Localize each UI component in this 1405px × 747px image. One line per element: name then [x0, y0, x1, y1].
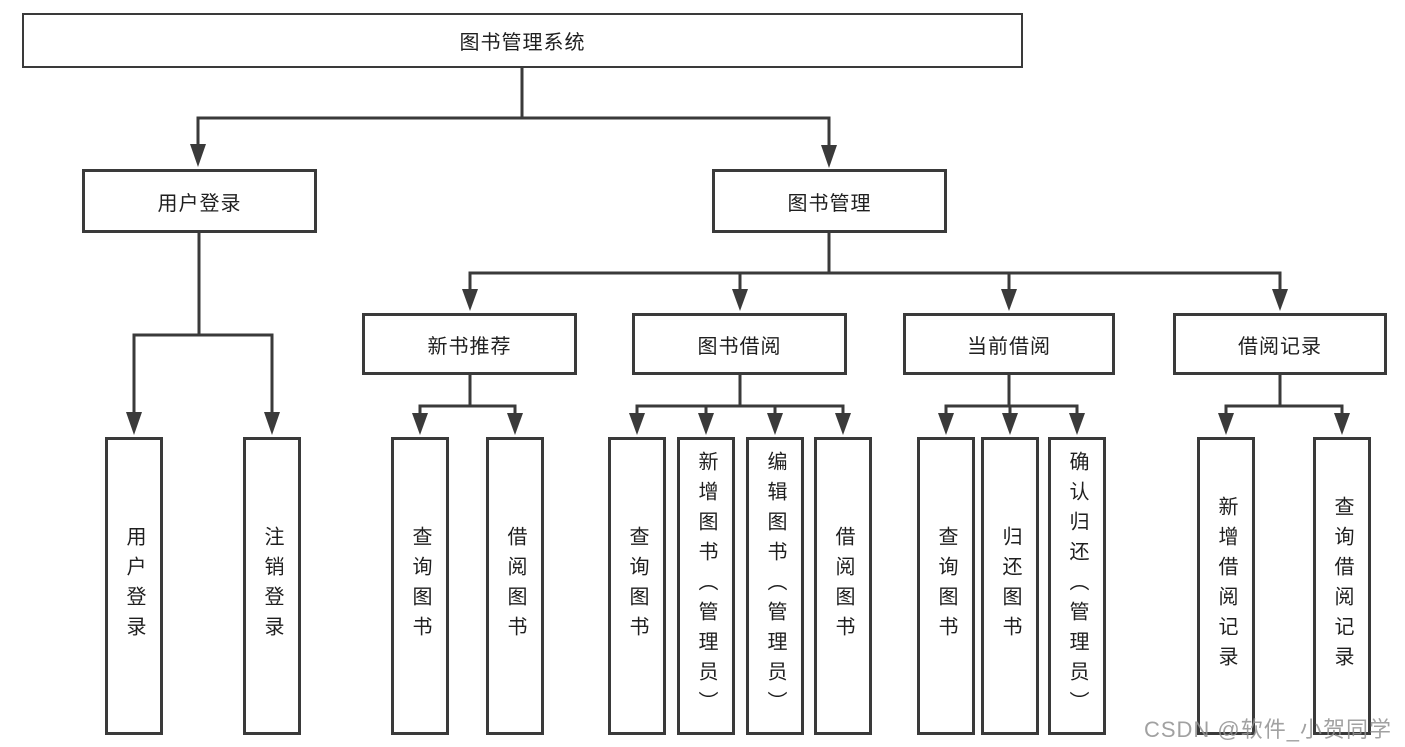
leaf-return-books: 归还图书 [981, 437, 1039, 735]
leaf-label: 查询图书 [935, 526, 957, 646]
leaf-confirm-return-admin: 确认归还（管理员） [1048, 437, 1106, 735]
node-borrow-records: 借阅记录 [1173, 313, 1387, 375]
leaf-query-books-recommend: 查询图书 [391, 437, 449, 735]
node-borrow-records-label: 借阅记录 [1238, 335, 1322, 358]
node-current-borrowing: 当前借阅 [903, 313, 1115, 375]
leaf-borrow-books-recommend: 借阅图书 [486, 437, 544, 735]
leaf-logout-login: 注销登录 [243, 437, 301, 735]
node-current-borrowing-label: 当前借阅 [967, 335, 1051, 358]
leaf-add-borrow-record: 新增借阅记录 [1197, 437, 1255, 735]
leaf-query-borrow-record: 查询借阅记录 [1313, 437, 1371, 735]
node-book-borrowing-label: 图书借阅 [697, 335, 782, 358]
node-book-management: 图书管理 [712, 169, 947, 233]
leaf-edit-books-admin: 编辑图书（管理员） [746, 437, 804, 735]
leaf-label: 借阅图书 [504, 526, 526, 646]
node-book-borrowing: 图书借阅 [632, 313, 847, 375]
leaf-label: 编辑图书（管理员） [764, 451, 786, 721]
node-root: 图书管理系统 [22, 13, 1023, 68]
leaf-label: 归还图书 [999, 526, 1021, 646]
node-user-login-label: 用户登录 [157, 192, 242, 215]
leaf-label: 借阅图书 [832, 526, 854, 646]
node-user-login: 用户登录 [82, 169, 317, 233]
leaf-add-books-admin: 新增图书（管理员） [677, 437, 735, 735]
leaf-label: 查询图书 [409, 526, 431, 646]
node-new-book-recommend: 新书推荐 [362, 313, 577, 375]
leaf-label: 查询借阅记录 [1331, 496, 1353, 676]
leaf-label: 新增图书（管理员） [695, 451, 717, 721]
leaf-label: 新增借阅记录 [1215, 496, 1237, 676]
arrowheads [126, 144, 1350, 435]
leaf-label: 查询图书 [626, 526, 648, 646]
node-root-label: 图书管理系统 [459, 32, 586, 54]
leaf-label: 用户登录 [123, 526, 145, 646]
node-new-book-recommend-label: 新书推荐 [427, 335, 512, 358]
leaf-user-login: 用户登录 [105, 437, 163, 735]
leaf-label: 确认归还（管理员） [1066, 451, 1088, 721]
leaf-label: 注销登录 [261, 526, 283, 646]
leaf-borrow-books-borrowing: 借阅图书 [814, 437, 872, 735]
node-book-management-label: 图书管理 [787, 192, 872, 215]
csdn-watermark: CSDN @软件_小贺同学 [1143, 717, 1392, 742]
leaf-query-books-current: 查询图书 [917, 437, 975, 735]
leaf-query-books-borrowing: 查询图书 [608, 437, 666, 735]
